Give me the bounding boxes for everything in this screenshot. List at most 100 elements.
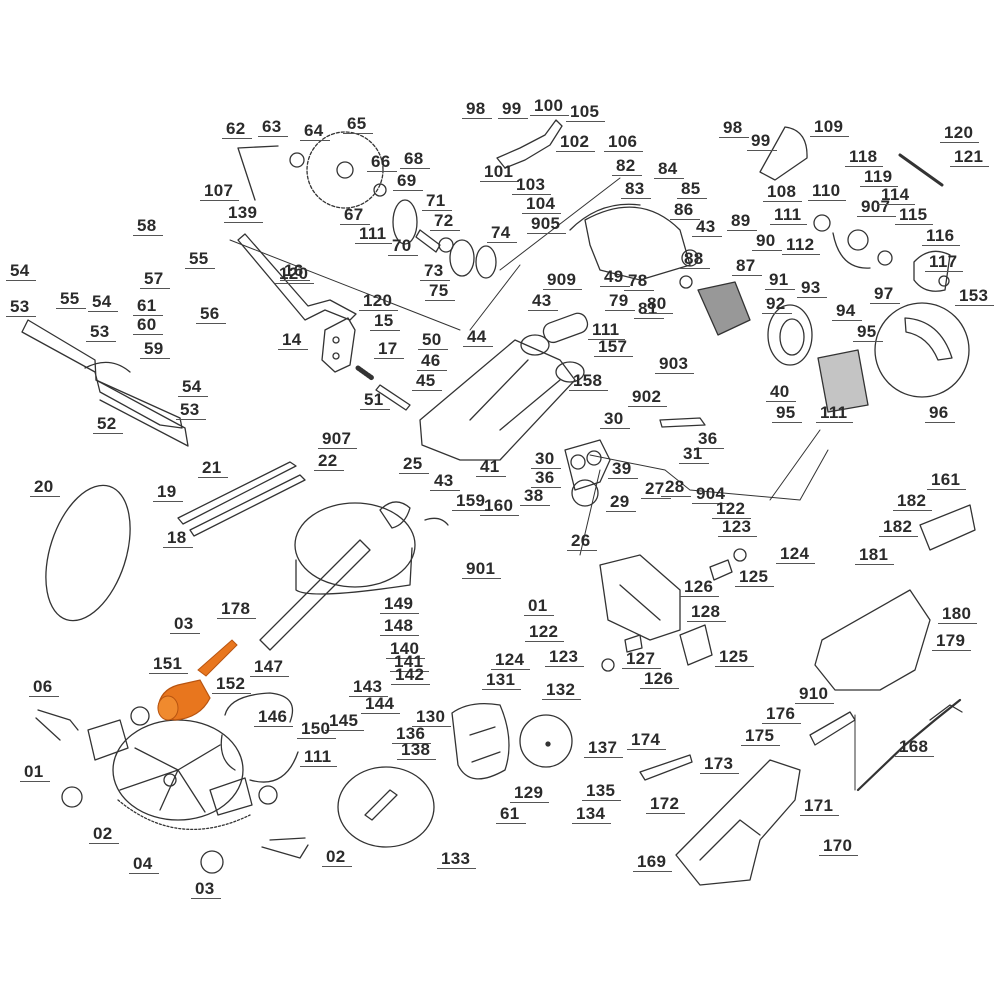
callout-label-182[interactable]: 182: [893, 492, 933, 511]
callout-label-134[interactable]: 134: [572, 805, 612, 824]
callout-label-172[interactable]: 172: [646, 795, 686, 814]
callout-label-128[interactable]: 128: [687, 603, 727, 622]
callout-label-82[interactable]: 82: [612, 157, 642, 176]
callout-label-43[interactable]: 43: [528, 292, 558, 311]
callout-label-173[interactable]: 173: [700, 755, 740, 774]
callout-label-49[interactable]: 49: [600, 268, 630, 287]
callout-label-176[interactable]: 176: [762, 705, 802, 724]
callout-label-92[interactable]: 92: [762, 295, 792, 314]
callout-label-03[interactable]: 03: [170, 615, 200, 634]
callout-label-73[interactable]: 73: [420, 262, 450, 281]
callout-label-117[interactable]: 117: [925, 253, 964, 272]
callout-label-149[interactable]: 149: [380, 595, 420, 614]
callout-label-904[interactable]: 904: [692, 485, 732, 504]
callout-label-129[interactable]: 129: [510, 784, 550, 803]
callout-label-61[interactable]: 61: [133, 297, 163, 316]
callout-label-106[interactable]: 106: [604, 133, 644, 152]
callout-label-111[interactable]: 111: [588, 321, 626, 340]
callout-label-143[interactable]: 143: [349, 678, 389, 697]
callout-label-87[interactable]: 87: [732, 257, 762, 276]
callout-label-122[interactable]: 122: [525, 623, 565, 642]
callout-label-72[interactable]: 72: [430, 212, 460, 231]
callout-label-86[interactable]: 86: [670, 201, 700, 220]
callout-label-02[interactable]: 02: [89, 825, 119, 844]
callout-label-29[interactable]: 29: [606, 493, 636, 512]
callout-label-78[interactable]: 78: [624, 272, 654, 291]
callout-label-45[interactable]: 45: [412, 372, 442, 391]
callout-label-142[interactable]: 142: [391, 666, 431, 685]
callout-label-160[interactable]: 160: [480, 497, 520, 516]
callout-label-133[interactable]: 133: [437, 850, 477, 869]
callout-label-902[interactable]: 902: [628, 388, 668, 407]
callout-label-66[interactable]: 66: [367, 153, 397, 172]
callout-label-54[interactable]: 54: [6, 262, 36, 281]
callout-label-57[interactable]: 57: [140, 270, 170, 289]
callout-label-20[interactable]: 20: [30, 478, 60, 497]
callout-label-124[interactable]: 124: [491, 651, 531, 670]
callout-label-17[interactable]: 17: [374, 340, 404, 359]
callout-label-178[interactable]: 178: [217, 600, 257, 619]
callout-label-97[interactable]: 97: [870, 285, 900, 304]
callout-label-79[interactable]: 79: [605, 292, 635, 311]
callout-label-53[interactable]: 53: [86, 323, 116, 342]
callout-label-01[interactable]: 01: [524, 597, 554, 616]
callout-label-136[interactable]: 136: [392, 725, 432, 744]
callout-label-36[interactable]: 36: [694, 430, 724, 449]
callout-label-126[interactable]: 126: [680, 578, 720, 597]
callout-label-182[interactable]: 182: [879, 518, 919, 537]
callout-label-84[interactable]: 84: [654, 160, 684, 179]
callout-label-68[interactable]: 68: [400, 150, 430, 169]
callout-label-110[interactable]: 110: [808, 182, 847, 201]
callout-label-03[interactable]: 03: [191, 880, 221, 899]
callout-label-122[interactable]: 122: [712, 500, 752, 519]
callout-label-140[interactable]: 140: [386, 640, 426, 659]
callout-label-43[interactable]: 43: [692, 218, 722, 237]
callout-label-104[interactable]: 104: [522, 195, 562, 214]
callout-label-63[interactable]: 63: [258, 118, 288, 137]
callout-label-81[interactable]: 81: [634, 300, 664, 319]
callout-label-38[interactable]: 38: [520, 487, 550, 506]
callout-label-22[interactable]: 22: [314, 452, 344, 471]
callout-label-02[interactable]: 02: [322, 848, 352, 867]
callout-label-137[interactable]: 137: [584, 739, 624, 758]
callout-label-25[interactable]: 25: [399, 455, 429, 474]
callout-label-145[interactable]: 145: [325, 712, 365, 731]
callout-label-52[interactable]: 52: [93, 415, 123, 434]
callout-label-95[interactable]: 95: [853, 323, 883, 342]
callout-label-31[interactable]: 31: [679, 445, 709, 464]
callout-label-41[interactable]: 41: [476, 458, 506, 477]
callout-label-135[interactable]: 135: [582, 782, 622, 801]
callout-label-161[interactable]: 161: [927, 471, 967, 490]
callout-label-65[interactable]: 65: [343, 115, 373, 134]
callout-label-90[interactable]: 90: [752, 232, 782, 251]
callout-label-181[interactable]: 181: [855, 546, 895, 565]
callout-label-111[interactable]: 111: [816, 404, 854, 423]
callout-label-112[interactable]: 112: [782, 236, 821, 255]
callout-label-75[interactable]: 75: [425, 282, 455, 301]
callout-label-120[interactable]: 120: [940, 124, 980, 143]
callout-label-141[interactable]: 141: [390, 653, 430, 672]
highlighted-part-152[interactable]: [157, 639, 238, 721]
callout-label-14[interactable]: 14: [278, 331, 308, 350]
callout-label-04[interactable]: 04: [129, 855, 159, 874]
callout-label-95[interactable]: 95: [772, 404, 802, 423]
callout-label-69[interactable]: 69: [393, 172, 423, 191]
callout-label-21[interactable]: 21: [198, 459, 228, 478]
callout-label-30[interactable]: 30: [531, 450, 561, 469]
callout-label-19[interactable]: 19: [153, 483, 183, 502]
callout-label-903[interactable]: 903: [655, 355, 695, 374]
callout-label-40[interactable]: 40: [766, 383, 796, 402]
callout-label-144[interactable]: 144: [361, 695, 401, 714]
callout-label-152[interactable]: 152: [212, 675, 252, 694]
callout-label-179[interactable]: 179: [932, 632, 972, 651]
callout-label-168[interactable]: 168: [895, 738, 935, 757]
callout-label-107[interactable]: 107: [200, 182, 240, 201]
callout-label-139[interactable]: 139: [224, 204, 264, 223]
callout-label-16[interactable]: 16: [280, 262, 310, 281]
callout-label-111[interactable]: 111: [770, 206, 808, 225]
callout-label-98[interactable]: 98: [462, 100, 492, 119]
callout-label-74[interactable]: 74: [487, 224, 517, 243]
callout-label-120[interactable]: 120: [275, 265, 315, 284]
callout-label-907[interactable]: 907: [318, 430, 358, 449]
callout-label-115[interactable]: 115: [895, 206, 934, 225]
